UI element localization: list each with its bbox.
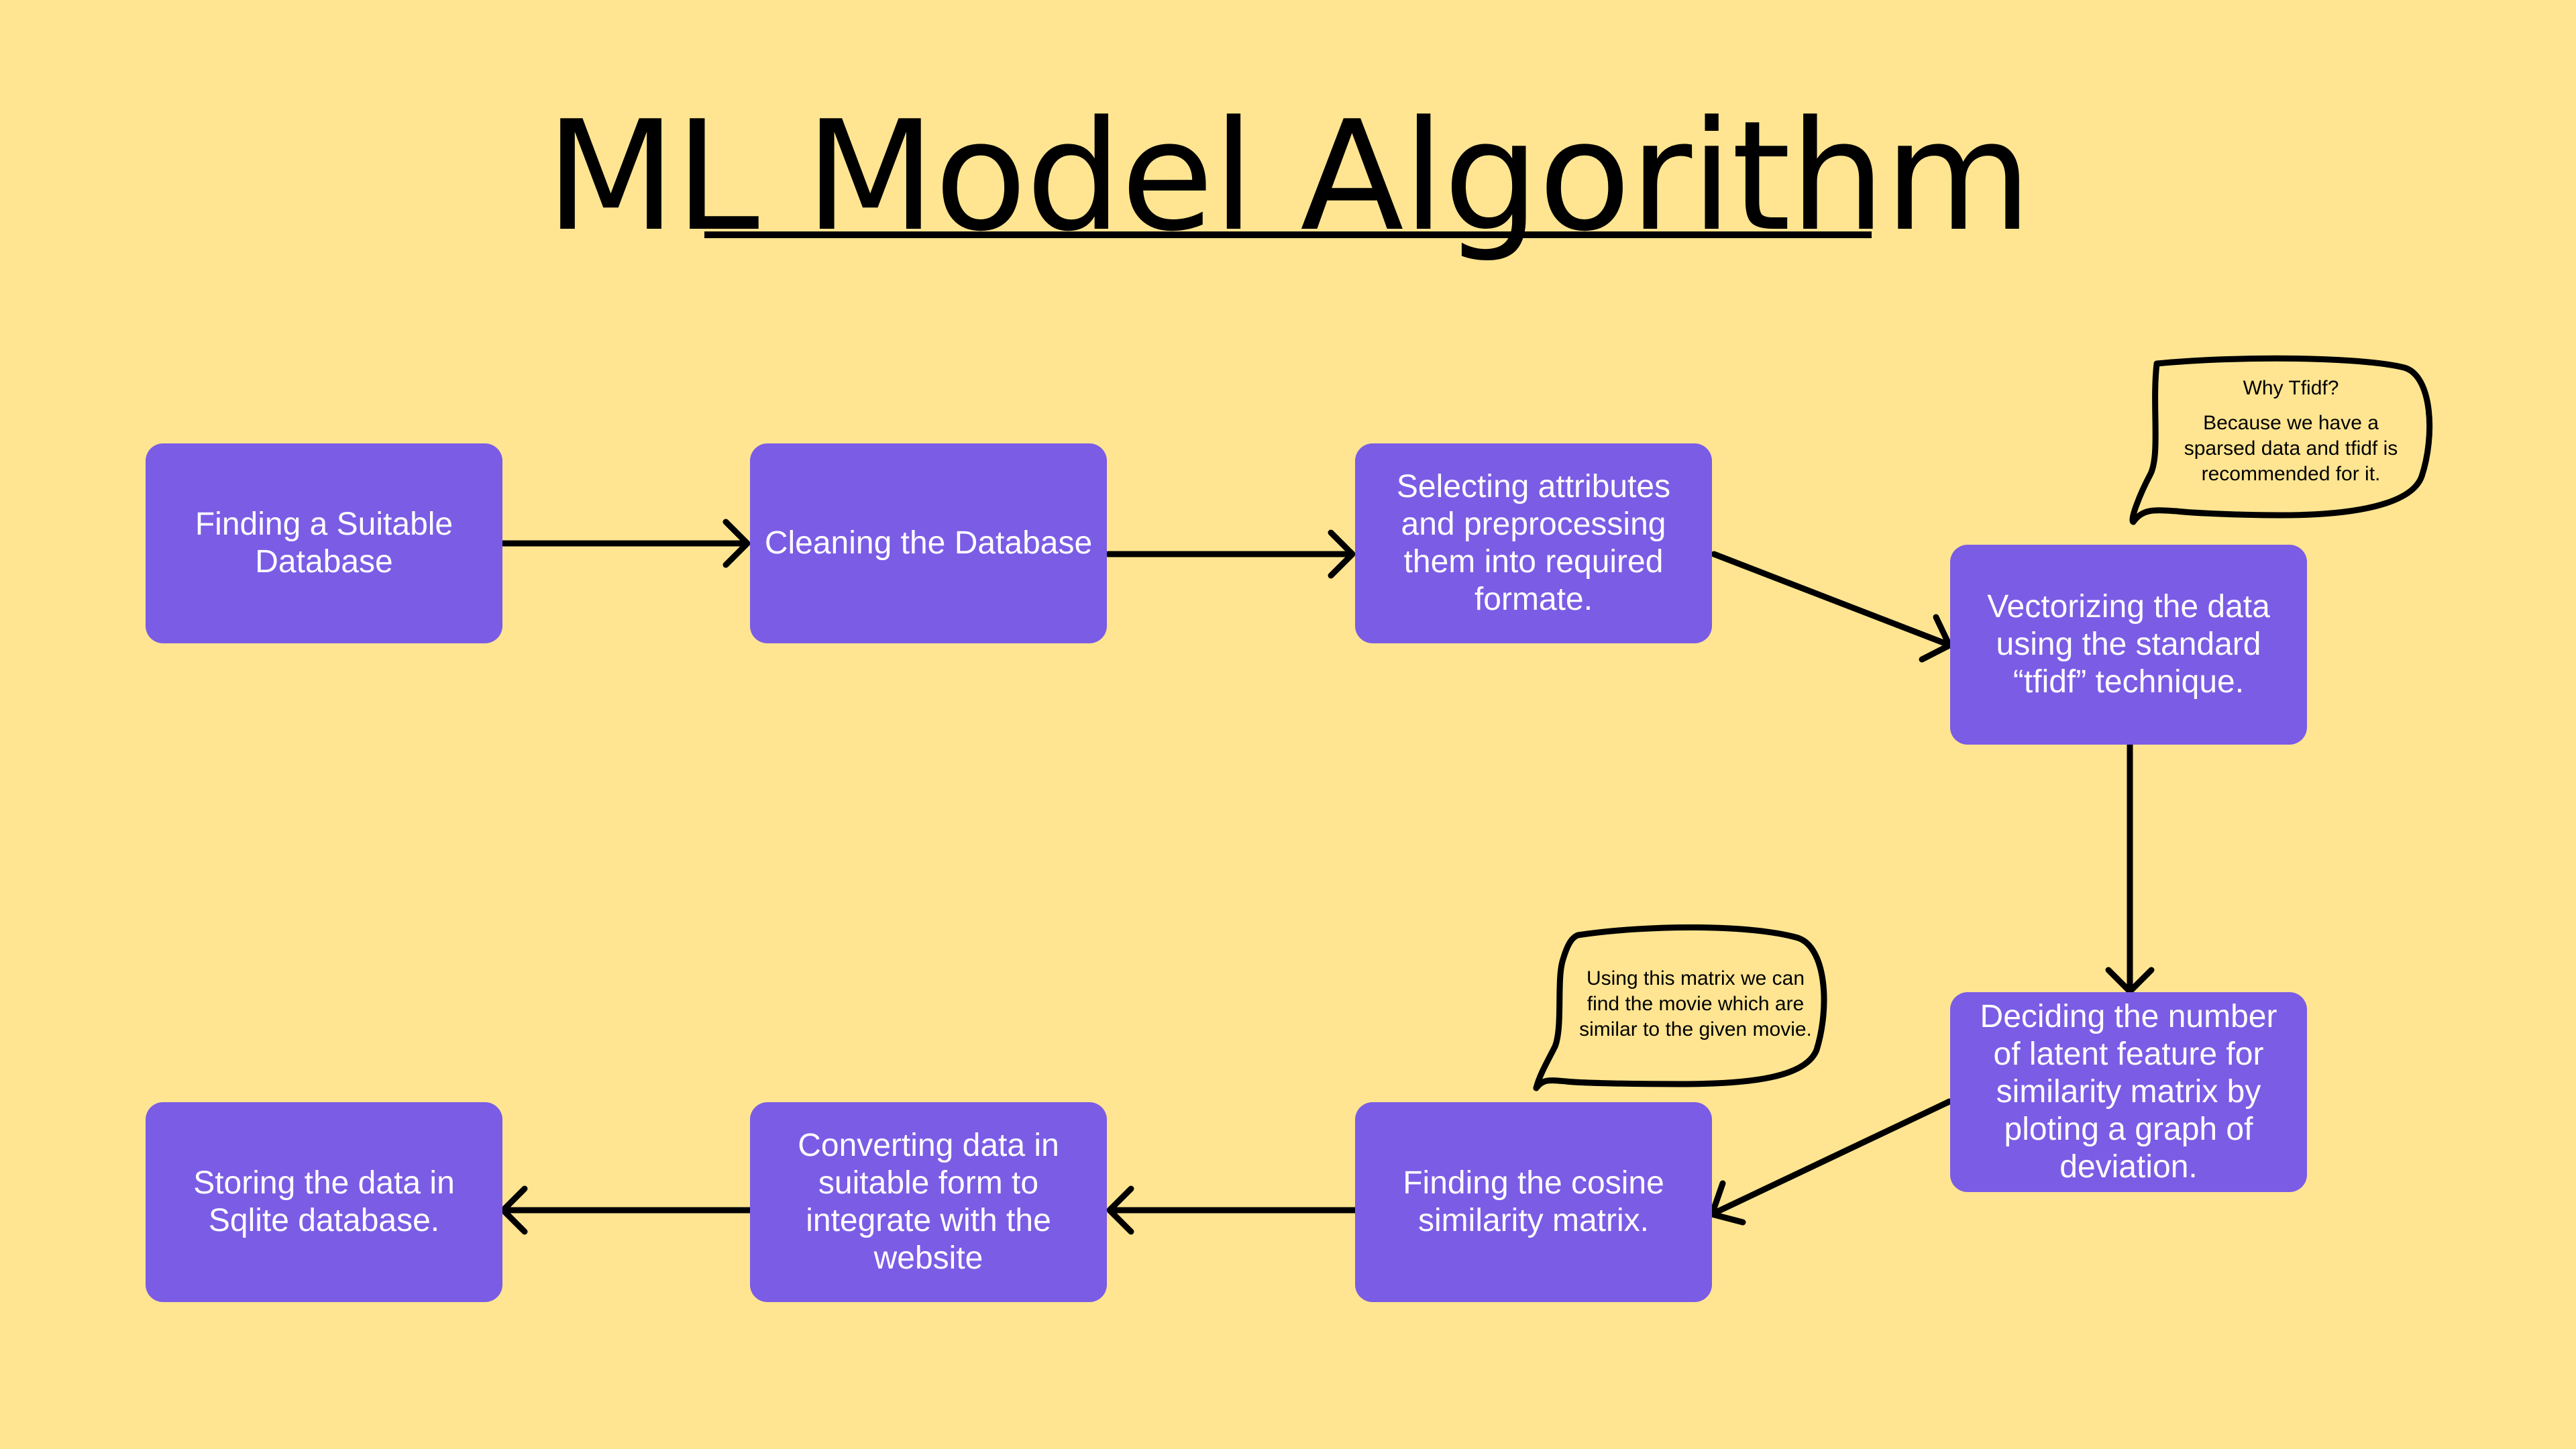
callout-question: Why Tfidf? xyxy=(2243,377,2339,399)
callout-answer: Because we have a sparsed data and tfidf… xyxy=(2184,412,2398,485)
step-label: Vectorizing the data using the standard … xyxy=(1987,589,2270,700)
speech-bubble-matrix xyxy=(1533,924,1827,1091)
callout-answer: Using this matrix we can find the movie … xyxy=(1579,967,1812,1040)
step-label: Converting data in suitable form to inte… xyxy=(798,1128,1059,1276)
step-deciding-latent-features: Deciding the number of latent feature fo… xyxy=(1950,992,2307,1192)
step-selecting-attributes: Selecting attributes and preprocessing t… xyxy=(1355,443,1712,643)
step-label: Finding a Suitable Database xyxy=(195,506,453,580)
edge-n7-n8 xyxy=(500,1185,753,1235)
callout-tfidf: Why Tfidf? Because we have a sparsed dat… xyxy=(2167,376,2415,487)
edge-n6-n7 xyxy=(1106,1185,1358,1235)
step-label: Finding the cosine similarity matrix. xyxy=(1403,1165,1664,1238)
step-label: Deciding the number of latent feature fo… xyxy=(1980,999,2277,1185)
edge-n1-n2 xyxy=(500,519,751,568)
step-storing-data: Storing the data in Sqlite database. xyxy=(146,1102,502,1302)
step-label: Cleaning the Database xyxy=(764,525,1093,561)
speech-bubble-tfidf xyxy=(2129,355,2433,525)
edge-n3-n4 xyxy=(1711,551,1953,663)
step-vectorizing-data: Vectorizing the data using the standard … xyxy=(1950,545,2307,745)
edge-n2-n3 xyxy=(1105,529,1356,579)
step-label: Selecting attributes and preprocessing t… xyxy=(1396,469,1671,617)
step-cleaning-database: Cleaning the Database xyxy=(750,443,1107,643)
step-finding-database: Finding a Suitable Database xyxy=(146,443,502,643)
step-converting-data: Converting data in suitable form to inte… xyxy=(750,1102,1107,1302)
step-label: Storing the data in Sqlite database. xyxy=(193,1165,455,1238)
edge-n4-n5 xyxy=(2105,741,2155,995)
callout-matrix: Using this matrix we can find the movie … xyxy=(1570,966,1821,1042)
step-cosine-similarity: Finding the cosine similarity matrix. xyxy=(1355,1102,1712,1302)
title-underline xyxy=(704,231,1872,238)
edge-n5-n6 xyxy=(1709,1098,1953,1226)
